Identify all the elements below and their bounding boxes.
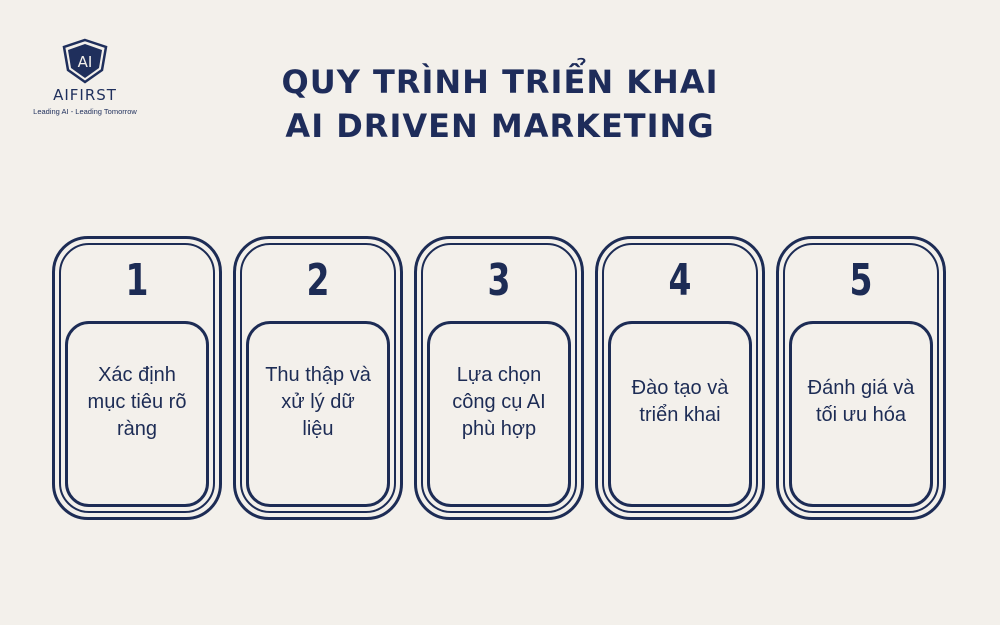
brand-tagline: Leading AI - Leading Tomorrow xyxy=(33,107,137,116)
step-card-2: 2 Thu thập và xử lý dữ liệu xyxy=(233,236,403,520)
step-number: 1 xyxy=(125,255,149,306)
step-number: 5 xyxy=(849,255,873,306)
step-text: Thu thập và xử lý dữ liệu xyxy=(265,363,371,440)
step-frame xyxy=(602,243,758,513)
step-text-box: Lựa chọn công cụ AI phù hợp xyxy=(427,321,571,507)
step-text-box: Xác định mục tiêu rõ ràng xyxy=(65,321,209,507)
step-text-box: Thu thập và xử lý dữ liệu xyxy=(246,321,390,507)
shield-logo-icon: AI xyxy=(62,38,108,84)
brand-name: AIFIRST xyxy=(53,86,117,104)
page-title: QUY TRÌNH TRIỂN KHAI AI DRIVEN MARKETING xyxy=(0,60,1000,148)
step-text-box: Đánh giá và tối ưu hóa xyxy=(789,321,933,507)
title-line-2: AI DRIVEN MARKETING xyxy=(285,107,715,145)
step-text-box: Đào tạo và triển khai xyxy=(608,321,752,507)
step-card-4: 4 Đào tạo và triển khai xyxy=(595,236,765,520)
step-number: 3 xyxy=(487,255,511,306)
step-card-1: 1 Xác định mục tiêu rõ ràng xyxy=(52,236,222,520)
step-text: Xác định mục tiêu rõ ràng xyxy=(87,363,187,440)
title-line-1: QUY TRÌNH TRIỂN KHAI xyxy=(281,63,719,101)
brand-logo: AI AIFIRST Leading AI - Leading Tomorrow xyxy=(30,38,140,116)
step-frame xyxy=(421,243,577,513)
step-text: Lựa chọn công cụ AI phù hợp xyxy=(452,363,546,440)
logo-text: AI xyxy=(78,53,93,71)
step-text: Đánh giá và tối ưu hóa xyxy=(807,377,915,426)
step-card-3: 3 Lựa chọn công cụ AI phù hợp xyxy=(414,236,584,520)
step-card-5: 5 Đánh giá và tối ưu hóa xyxy=(776,236,946,520)
step-frame xyxy=(783,243,939,513)
step-frame xyxy=(59,243,215,513)
step-text: Đào tạo và triển khai xyxy=(631,377,729,426)
step-number: 4 xyxy=(668,255,692,306)
step-frame xyxy=(240,243,396,513)
step-number: 2 xyxy=(306,255,330,306)
